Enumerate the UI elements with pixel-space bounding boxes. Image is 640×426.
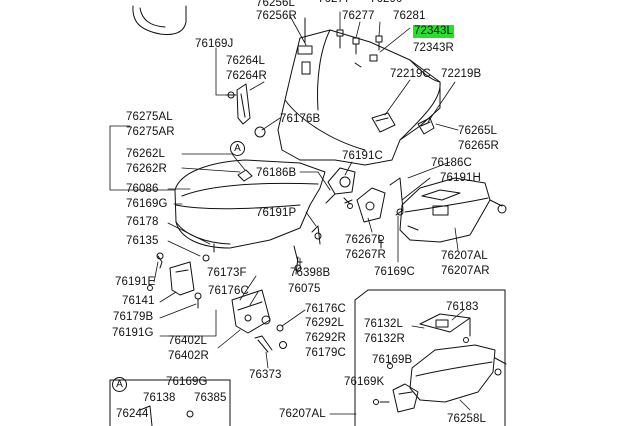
part-label-76191e: 76191E (115, 276, 156, 288)
part-label-76186b: 76186B (256, 167, 297, 179)
part-label-76385: 76385 (194, 392, 227, 404)
part-label-72219c: 72219C (390, 68, 431, 80)
center-hinge-drawing (231, 225, 322, 353)
part-label-76265r: 76265R (458, 140, 499, 152)
part-label-76176b: 76176B (280, 113, 321, 125)
part-label-76290: 76290 (370, 0, 402, 6)
part-label-76373: 76373 (249, 369, 282, 381)
part-label-76402l: 76402L (168, 335, 207, 347)
part-label-76132l: 76132L (364, 318, 403, 330)
part-label-76141: 76141 (122, 295, 155, 307)
part-label-76207al: 76207AL (441, 250, 488, 262)
part-label-76207ar: 76207AR (441, 265, 490, 277)
part-label-76292r: 76292R (305, 332, 346, 344)
part-label-76267l: 76267L (345, 234, 384, 246)
part-label-76132r: 76132R (364, 333, 405, 345)
part-label-76277-top: 76277 (318, 0, 350, 6)
part-label-76277: 76277 (342, 10, 375, 22)
part-label-76244: 76244 (116, 408, 149, 420)
leader-lines (109, 11, 471, 415)
right-box-drawing (354, 289, 507, 426)
part-label-76258l: 76258L (447, 413, 486, 425)
part-label-76191c: 76191C (342, 150, 383, 162)
part-label-76398b: 76398B (290, 267, 331, 279)
part-label-76169j: 76169J (195, 38, 234, 50)
part-label-76179c: 76179C (305, 347, 346, 359)
reference-marker-a: A (230, 141, 245, 156)
part-label-76281: 76281 (393, 10, 426, 22)
part-label-76179b: 76179B (113, 311, 154, 323)
part-label-76292l: 76292L (305, 317, 344, 329)
guide-bracket-drawing (225, 83, 266, 138)
part-label-76169g: 76169G (126, 198, 168, 210)
part-label-76264l: 76264L (226, 55, 265, 67)
part-label-76191h: 76191H (440, 172, 481, 184)
part-label-76135: 76135 (126, 235, 159, 247)
part-label-72343r: 72343R (413, 42, 454, 54)
part-label-76256l: 76256L (256, 0, 295, 9)
bolts-drawing (297, 17, 383, 62)
part-label-76262l: 76262L (126, 148, 165, 160)
part-label-76186c: 76186C (431, 157, 472, 169)
part-label-76075: 76075 (288, 283, 321, 295)
part-label-76138: 76138 (143, 392, 176, 404)
part-label-76173f: 76173F (207, 267, 247, 279)
part-label-76275al: 76275AL (126, 111, 173, 123)
part-label-76086: 76086 (126, 183, 159, 195)
part-label-76183: 76183 (446, 301, 479, 313)
part-label-76275ar: 76275AR (126, 126, 175, 138)
part-label-76176c-upper: 76176C (208, 285, 249, 297)
reference-marker-a-detail: A (112, 377, 127, 392)
part-label-76262r: 76262R (126, 163, 167, 175)
part-label-76169c: 76169C (374, 266, 415, 278)
recliner-drawing (325, 167, 404, 223)
small-fasteners-drawing (344, 199, 384, 249)
seat-back-drawing (277, 29, 441, 166)
part-label-76191g: 76191G (112, 327, 154, 339)
headrest-drawing (132, 5, 187, 35)
part-label-76169b: 76169B (372, 354, 413, 366)
lower-bracket-drawing (147, 243, 215, 309)
part-label-72343l-highlighted: 72343L (413, 25, 454, 38)
part-label-76264r: 76264R (226, 70, 267, 82)
side-cover-upper-drawing (399, 177, 507, 243)
detail-a-box-drawing (109, 379, 231, 426)
seat-cushion-drawing (174, 159, 326, 249)
part-label-76169g-detail: 76169G (166, 376, 208, 388)
part-label-76265l: 76265L (458, 125, 497, 137)
part-label-72219b: 72219B (441, 68, 482, 80)
part-label-76207al-lower: 76207AL (279, 408, 326, 420)
part-label-76178: 76178 (126, 216, 159, 228)
part-label-76176c-lower: 76176C (305, 303, 346, 315)
part-label-76267r: 76267R (345, 249, 386, 261)
part-label-76256r: 76256R (256, 10, 297, 22)
part-label-76402r: 76402R (168, 350, 209, 362)
part-label-76169k: 76169K (344, 376, 385, 388)
part-label-76191p: 76191P (256, 207, 297, 219)
